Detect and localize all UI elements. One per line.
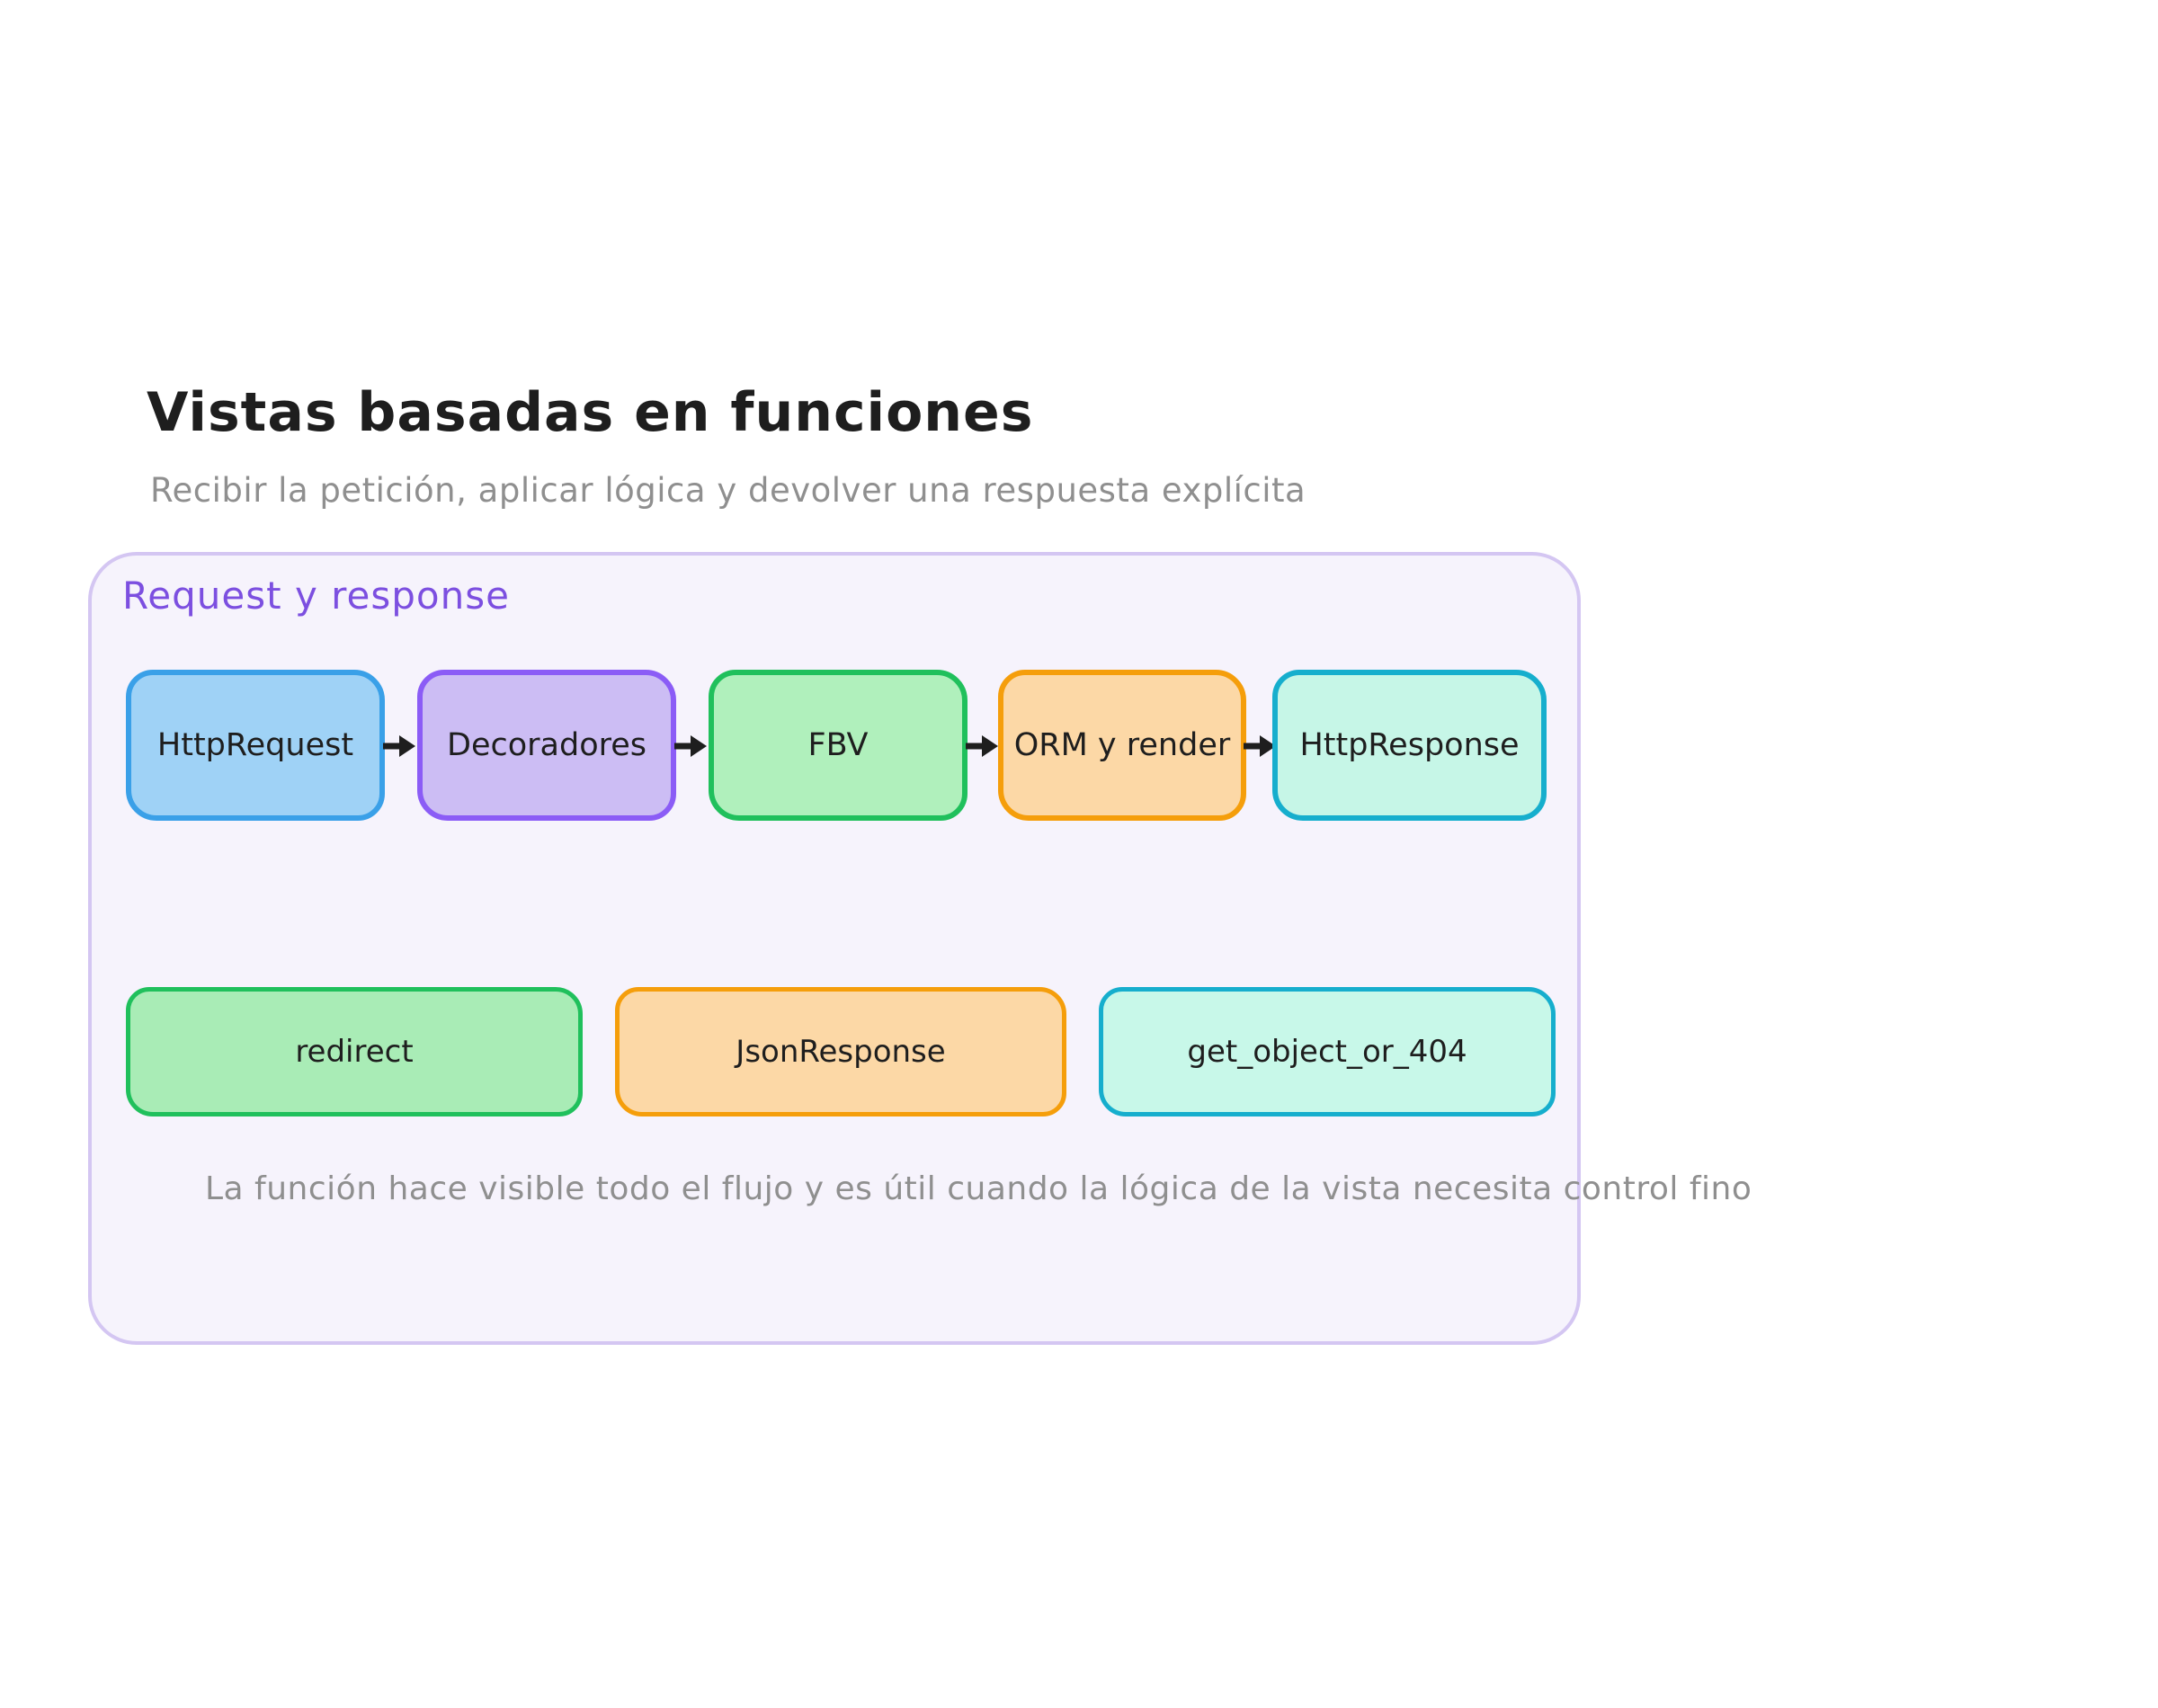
node-label: FBV [807,727,869,763]
flow-node-fbv: FBV [709,670,968,821]
arrow-right-icon [966,728,998,764]
node-label: JsonResponse [736,1034,946,1070]
panel-caption: La función hace visible todo el flujo y … [205,1170,1752,1207]
helper-node-get-object-or-404: get_object_or_404 [1099,987,1556,1116]
flow-node-orm-y-render: ORM y render [998,670,1246,821]
node-label: ORM y render [1013,727,1231,763]
node-label: HttpResponse [1299,727,1520,763]
page-subtitle: Recibir la petición, aplicar lógica y de… [150,471,1306,510]
arrow-right-icon [674,728,707,764]
node-label: HttpRequest [156,727,354,763]
helper-node-redirect: redirect [126,987,583,1116]
arrow-right-icon [1244,728,1276,764]
flow-node-decoradores: Decoradores [417,670,676,821]
node-label: Decoradores [447,727,647,763]
helper-node-jsonresponse: JsonResponse [615,987,1066,1116]
panel-title: Request y response [122,574,510,618]
node-label: get_object_or_404 [1187,1034,1467,1070]
node-label: redirect [295,1034,414,1070]
arrow-right-icon [383,728,415,764]
flow-node-httpresponse: HttpResponse [1272,670,1547,821]
flow-node-httprequest: HttpRequest [126,670,385,821]
page-title: Vistas basadas en funciones [147,381,1034,444]
